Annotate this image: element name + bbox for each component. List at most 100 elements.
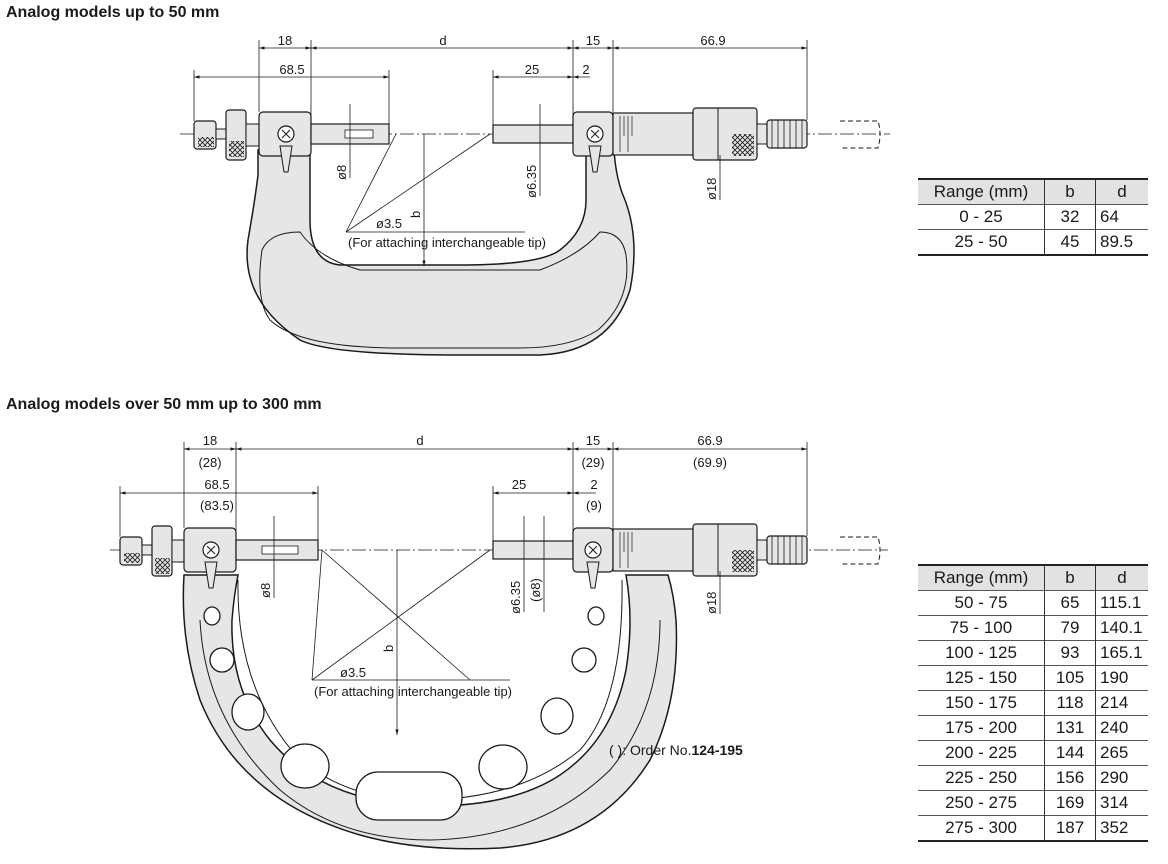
section-title-upto-50: Analog models up to 50 mm	[6, 4, 220, 21]
micrometer-drawing-over-50: 18 (28) d 15 (29) 66.9 (69.9) 68.5 (83.5…	[110, 433, 888, 850]
spindle-extension-phantom	[840, 536, 881, 565]
dim-b: b	[408, 211, 423, 218]
tip-note: (For attaching interchangeable tip)	[348, 235, 546, 250]
cell-range: 275 - 300	[945, 818, 1017, 837]
dim-phi-6-35: ø6.35	[524, 165, 539, 198]
dim-phi-3-5: ø3.5	[340, 665, 366, 680]
cell-range: 0 - 25	[959, 207, 1003, 226]
dim-phi-8-alt: (ø8)	[528, 578, 543, 602]
dim-d: d	[439, 33, 446, 48]
cell-b: 187	[1044, 815, 1096, 841]
dim-15: 15	[586, 33, 600, 48]
cell-d: 290	[1100, 768, 1129, 787]
frame-outline	[246, 149, 635, 356]
dim-66-9: 66.9	[700, 33, 725, 48]
order-number: 124-195	[691, 742, 743, 758]
dim-phi-3-5: ø3.5	[376, 216, 402, 231]
dim-68-5: 68.5	[204, 477, 229, 492]
frame-inner-recess	[259, 231, 628, 349]
frame-hole	[540, 697, 574, 735]
frame-hole	[587, 606, 605, 626]
spindle-extension-phantom	[840, 120, 881, 149]
cell-b: 169	[1044, 790, 1096, 816]
table-header-row: Range (mm) b d	[918, 179, 1148, 205]
dim-28-alt: (28)	[198, 455, 221, 470]
cell-b: 45	[1044, 229, 1096, 255]
dim-29-alt: (29)	[581, 455, 604, 470]
cell-b: 131	[1044, 715, 1096, 741]
cell-range: 50 - 75	[954, 593, 1008, 612]
cell-range: 100 - 125	[945, 643, 1017, 662]
dim-68-5: 68.5	[279, 62, 304, 77]
dim-2: 2	[582, 62, 589, 77]
cell-d: 314	[1100, 793, 1129, 812]
ratchet-knob-right	[766, 535, 808, 565]
cell-range: 200 - 225	[945, 743, 1017, 762]
order-number-note: ( ): Order No.124-195	[609, 742, 743, 758]
cell-range: 75 - 100	[949, 618, 1013, 637]
cell-range: 25 - 50	[954, 232, 1008, 251]
sleeve	[612, 112, 694, 156]
ratchet-knob-right	[766, 119, 808, 149]
frame-slot	[355, 771, 463, 821]
cell-b: 144	[1044, 740, 1096, 766]
frame-hole	[280, 743, 330, 789]
dim-83-5-alt: (83.5)	[200, 498, 234, 513]
cell-d: 265	[1100, 743, 1129, 762]
header-range: Range (mm)	[918, 179, 1045, 205]
cell-d: 115.1	[1100, 593, 1142, 612]
dim-25: 25	[512, 477, 526, 492]
dim-d: d	[416, 433, 423, 448]
dim-phi-8: ø8	[334, 165, 349, 180]
dim-18: 18	[203, 433, 217, 448]
frame-hole	[571, 647, 597, 673]
cell-d: 352	[1100, 818, 1129, 837]
dim-18: 18	[278, 33, 292, 48]
sleeve	[612, 528, 694, 572]
cell-b: 105	[1044, 665, 1096, 691]
dim-phi-18: ø18	[704, 178, 719, 200]
header-range: Range (mm)	[918, 565, 1045, 591]
cell-d: 140.1	[1100, 618, 1143, 637]
cell-b: 79	[1044, 615, 1096, 641]
cell-range: 150 - 175	[945, 693, 1017, 712]
cell-range: 125 - 150	[945, 668, 1017, 687]
dim-b: b	[381, 645, 396, 652]
frame-hole	[203, 606, 221, 626]
dim-phi-8: ø8	[258, 583, 273, 598]
cell-b: 118	[1044, 690, 1096, 716]
dim-25: 25	[525, 62, 539, 77]
header-b: b	[1044, 179, 1096, 205]
cell-d: 89.5	[1100, 232, 1134, 251]
table-header-row: Range (mm) b d	[918, 565, 1148, 591]
dim-phi-18: ø18	[704, 592, 719, 614]
header-d: d	[1095, 565, 1148, 591]
header-d: d	[1095, 179, 1148, 205]
cell-d: 64	[1100, 207, 1119, 226]
dim-9-alt: (9)	[586, 498, 602, 513]
section-title-over-50: Analog models over 50 mm up to 300 mm	[6, 396, 322, 413]
cell-range: 225 - 250	[945, 768, 1017, 787]
dim-15: 15	[586, 433, 600, 448]
tip-note: (For attaching interchangeable tip)	[314, 684, 512, 699]
dim-phi-6-35: ø6.35	[508, 581, 523, 614]
micrometer-drawing-upto-50: 18 d 15 66.9 68.5 25 2 ø8 ø6.35 ø18 b ø3…	[180, 33, 890, 356]
dim-2: 2	[590, 477, 597, 492]
header-b: b	[1044, 565, 1096, 591]
frame-hole	[478, 744, 528, 790]
order-note-prefix: ( ): Order No.	[609, 742, 692, 758]
frame-hole	[209, 647, 235, 673]
